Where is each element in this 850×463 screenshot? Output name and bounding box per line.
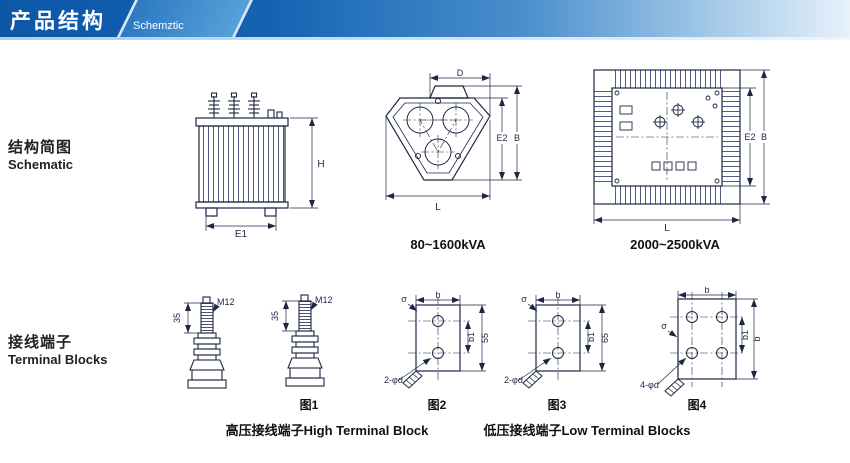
bolt-body <box>187 296 227 389</box>
sigma-leader <box>527 303 538 312</box>
dim-label-e1: E1 <box>235 229 248 238</box>
centerlines <box>670 292 744 387</box>
plate-outline <box>522 304 581 389</box>
label-bg <box>758 131 770 143</box>
centerlines <box>403 103 473 169</box>
tank-body <box>195 117 289 217</box>
holes-label: 2-φd <box>384 375 403 385</box>
caption-tri-kva: 80~1600kVA <box>410 237 486 252</box>
holes-leader <box>518 357 552 381</box>
dim-label-h: H <box>317 159 324 170</box>
dim-label-35: 35 <box>270 311 280 321</box>
dim-label-b: b <box>555 291 560 300</box>
dimension-35-lines <box>184 302 201 334</box>
dim-label-b-top: b <box>704 287 709 295</box>
dimension-35-lines <box>282 300 299 332</box>
dim-label-b: B <box>514 133 520 143</box>
dimension-h-lines <box>290 117 318 209</box>
sigma-leader <box>407 303 418 312</box>
transformer-square-top-view-drawing: E2 B L <box>593 69 770 232</box>
holes-label: 4-φd <box>640 380 659 390</box>
dim-label-b-right: b <box>752 336 762 341</box>
page-title: 产品结构 <box>10 10 106 33</box>
figure-caption-1: 图1 <box>299 398 319 412</box>
page-subtitle: Schemztic <box>133 20 184 32</box>
plate-outline <box>664 298 737 397</box>
holes-leader <box>657 357 687 385</box>
section-label-schematic-en: Schematic <box>8 157 74 172</box>
header-banner: 产品结构 Schemztic <box>0 0 850 37</box>
terminal-plate-fig2-drawing: b b1 55 σ 2-φd <box>384 291 490 389</box>
centerlines <box>408 297 470 381</box>
sigma-leader <box>667 330 678 338</box>
sigma-label: σ <box>401 294 407 304</box>
header-underline <box>0 37 850 40</box>
dim-label-l: L <box>435 202 441 213</box>
figure-caption-4: 图4 <box>687 398 707 412</box>
dim-label-b: b <box>435 291 440 300</box>
section-label-terminal: 接线端子 Terminal Blocks <box>8 331 118 367</box>
centerlines <box>528 297 590 381</box>
figure-caption-3: 图3 <box>547 398 567 412</box>
bolt-terminal-drawing-2: M12 35 <box>270 294 333 387</box>
dim-label-b1: b1 <box>586 332 596 342</box>
dim-label-65: 65 <box>600 333 610 343</box>
dimension-lines <box>677 291 758 380</box>
label-bg <box>494 132 510 144</box>
label-bg <box>742 131 758 143</box>
dimension-lines <box>535 295 606 372</box>
section-label-terminal-zh: 接线端子 <box>8 334 73 351</box>
terminal-plate-fig4-drawing: b b1 b σ 4-φd <box>640 287 762 397</box>
dim-label-l: L <box>664 223 670 232</box>
caption-low-terminal: 低压接线端子Low Terminal Blocks <box>483 423 691 438</box>
transformer-triangular-top-view-drawing: D E2 B L <box>385 68 523 213</box>
bushing-insulators <box>208 92 283 119</box>
sigma-label: σ <box>661 321 667 331</box>
dim-label-b1: b1 <box>466 332 476 342</box>
thread-label: M12 <box>315 295 333 305</box>
thread-label: M12 <box>217 297 235 307</box>
dim-label-d: D <box>457 68 464 78</box>
dim-label-35: 35 <box>172 313 182 323</box>
dim-label-e2: E2 <box>744 132 755 142</box>
caption-high-terminal: 高压接线端子High Terminal Block <box>225 423 429 438</box>
dimension-lines <box>415 295 486 372</box>
figure-caption-2: 图2 <box>427 398 447 412</box>
holes-label: 2-φd <box>504 375 523 385</box>
plate-outline <box>402 304 461 389</box>
dim-label-e2: E2 <box>496 133 507 143</box>
section-label-schematic: 结构简图 Schematic <box>8 136 118 172</box>
transformer-side-view-drawing: H E1 <box>195 92 325 238</box>
section-label-schematic-zh: 结构简图 <box>8 139 73 156</box>
section-label-terminal-en: Terminal Blocks <box>8 352 108 367</box>
tank-internals <box>614 90 720 184</box>
holes-leader <box>398 357 432 381</box>
dim-label-55: 55 <box>480 333 490 343</box>
caption-square-kva: 2000~2500kVA <box>630 237 720 252</box>
bolt-body <box>285 294 325 387</box>
centerlines <box>616 92 718 182</box>
dim-label-b: B <box>761 132 767 142</box>
label-bg <box>511 132 523 144</box>
thread-leader <box>212 303 220 313</box>
sigma-label: σ <box>521 294 527 304</box>
terminal-plate-fig3-drawing: b b1 65 σ 2-φd <box>504 291 610 389</box>
dim-label-b1: b1 <box>740 330 750 340</box>
dimension-e1-lines <box>205 216 277 231</box>
bolt-terminal-drawing-1: M12 35 <box>172 296 235 389</box>
thread-leader <box>310 301 318 311</box>
